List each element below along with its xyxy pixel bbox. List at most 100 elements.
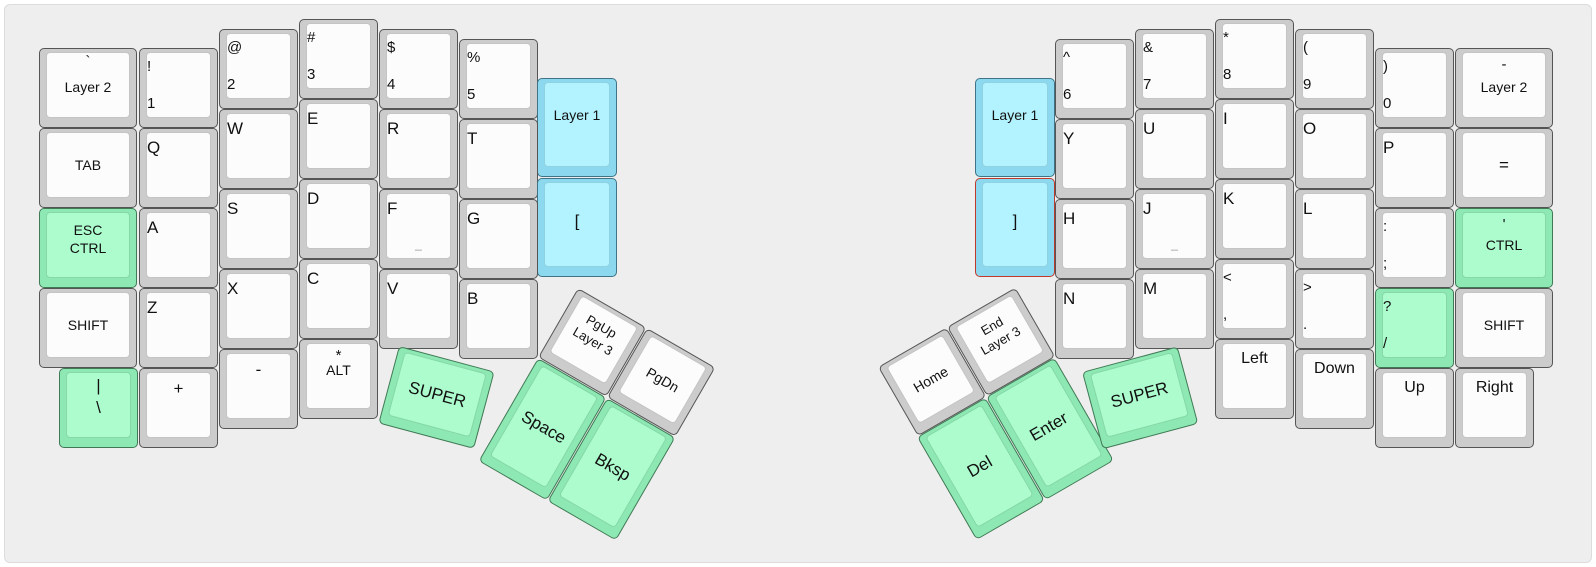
key-right-7[interactable]: & 7 (1135, 29, 1214, 109)
key-left-tab[interactable]: TAB (39, 128, 137, 208)
key-left-layer1[interactable]: Layer 1 (537, 78, 617, 177)
key-main-legend: Layer 2 (1480, 79, 1528, 95)
key-main-legend: V (387, 279, 399, 298)
key-main-legend: ESC CTRL (69, 221, 107, 256)
key-right-slash[interactable]: ? / (1375, 288, 1454, 368)
key-main-legend: T (467, 129, 478, 148)
key-right-n[interactable]: N (1055, 279, 1134, 359)
key-main-legend: C (307, 269, 320, 288)
key-main-legend: M (1143, 279, 1158, 298)
key-left-z[interactable]: Z (139, 288, 218, 368)
key-left-plus[interactable]: + (139, 368, 218, 448)
key-right-m[interactable]: M (1135, 269, 1214, 349)
key-right-h[interactable]: H (1055, 199, 1134, 279)
key-main-legend: = (1499, 155, 1509, 175)
key-left-2[interactable]: @ 2 (219, 29, 298, 109)
key-bottom-legend: 0 (1383, 95, 1392, 112)
key-main-legend: SHIFT (67, 317, 109, 333)
key-left-x[interactable]: X (219, 269, 298, 349)
key-right-minus-layer2[interactable]: - Layer 2 (1455, 48, 1553, 128)
key-top-legend: ' (1502, 216, 1506, 233)
key-main-legend: Y (1063, 129, 1075, 148)
key-right-layer1[interactable]: Layer 1 (975, 78, 1055, 177)
key-main-legend: S (227, 199, 239, 218)
key-bottom-legend: 7 (1143, 76, 1152, 93)
key-right-rbracket[interactable]: ] (975, 178, 1055, 277)
key-bottom-legend: 9 (1303, 76, 1312, 93)
key-main-legend: B (467, 289, 479, 308)
key-right-equal[interactable]: = (1455, 128, 1553, 208)
key-right-p[interactable]: P (1375, 128, 1454, 208)
key-left-q[interactable]: Q (139, 128, 218, 208)
key-left-pipe-backslash[interactable]: | \ (59, 368, 138, 448)
key-main-legend: N (1063, 289, 1076, 308)
key-left-minus[interactable]: - (219, 349, 298, 429)
key-top-legend: % (467, 49, 481, 66)
key-left-1[interactable]: ! 1 (139, 48, 218, 128)
key-left-b[interactable]: B (459, 279, 538, 359)
key-main-legend: U (1143, 119, 1156, 138)
key-right-j[interactable]: J _ (1135, 189, 1214, 269)
key-bottom-legend: 4 (387, 76, 396, 93)
key-left-e[interactable]: E (299, 99, 378, 179)
key-left-shift[interactable]: SHIFT (39, 288, 137, 368)
key-right-left[interactable]: Left (1215, 339, 1294, 419)
key-left-4[interactable]: $ 4 (379, 29, 458, 109)
key-left-s[interactable]: S (219, 189, 298, 269)
key-right-comma[interactable]: < , (1215, 259, 1294, 339)
key-left-c[interactable]: C (299, 259, 378, 339)
key-left-3[interactable]: # 3 (299, 19, 378, 99)
key-bottom-legend: ; (1383, 255, 1388, 272)
key-right-u[interactable]: U (1135, 109, 1214, 189)
key-main-legend: K (1223, 189, 1235, 208)
key-right-i[interactable]: I (1215, 99, 1294, 179)
key-right-o[interactable]: O (1295, 109, 1374, 189)
key-main-legend: TAB (74, 157, 102, 173)
key-top-legend: ? (1383, 298, 1392, 315)
key-top-legend: ( (1303, 39, 1308, 56)
key-left-r[interactable]: R (379, 109, 458, 189)
key-top-legend: * (1223, 29, 1229, 46)
key-right-k[interactable]: K (1215, 179, 1294, 259)
key-main-legend: [ (574, 211, 580, 231)
key-right-up[interactable]: Up (1375, 368, 1454, 448)
key-left-v[interactable]: V (379, 269, 458, 349)
key-left-g[interactable]: G (459, 199, 538, 279)
key-left-t[interactable]: T (459, 119, 538, 199)
key-left-lbracket[interactable]: [ (537, 178, 617, 277)
key-bottom-legend: 1 (147, 95, 156, 112)
key-top-legend: - (1501, 56, 1507, 73)
key-left-alt[interactable]: * ALT (299, 339, 378, 419)
key-left-w[interactable]: W (219, 109, 298, 189)
key-right-0[interactable]: ) 0 (1375, 48, 1454, 128)
key-right-right[interactable]: Right (1455, 368, 1534, 448)
key-main-legend: ] (1012, 211, 1018, 231)
key-right-super[interactable]: SUPER (1082, 346, 1199, 450)
key-right-down[interactable]: Down (1295, 349, 1374, 429)
key-right-9[interactable]: ( 9 (1295, 29, 1374, 109)
key-left-5[interactable]: % 5 (459, 39, 538, 119)
key-right-period[interactable]: > . (1295, 269, 1374, 349)
key-left-super[interactable]: SUPER (378, 346, 495, 449)
key-top-legend: > (1303, 279, 1312, 296)
key-main-legend: Layer 1 (553, 107, 601, 123)
key-main-legend: Q (147, 138, 161, 157)
key-right-l[interactable]: L (1295, 189, 1374, 269)
key-right-semicolon[interactable]: : ; (1375, 208, 1454, 288)
key-right-8[interactable]: * 8 (1215, 19, 1294, 99)
key-main-legend: A (147, 218, 159, 237)
key-bottom-legend: 8 (1223, 66, 1232, 83)
key-main-legend: D (307, 189, 320, 208)
key-top-legend: * (335, 347, 342, 364)
key-left-a[interactable]: A (139, 208, 218, 288)
key-left-f[interactable]: F _ (379, 189, 458, 269)
key-left-esc-ctrl[interactable]: ESC CTRL (39, 208, 137, 288)
key-right-shift[interactable]: SHIFT (1455, 288, 1553, 368)
key-left-grave-layer2[interactable]: ` Layer 2 (39, 48, 137, 128)
key-left-d[interactable]: D (299, 179, 378, 259)
key-bottom-legend: 6 (1063, 86, 1072, 103)
key-main-legend: P (1383, 138, 1395, 157)
key-right-6[interactable]: ^ 6 (1055, 39, 1134, 119)
key-right-quote-ctrl[interactable]: ' CTRL (1455, 208, 1553, 288)
key-right-y[interactable]: Y (1055, 119, 1134, 199)
